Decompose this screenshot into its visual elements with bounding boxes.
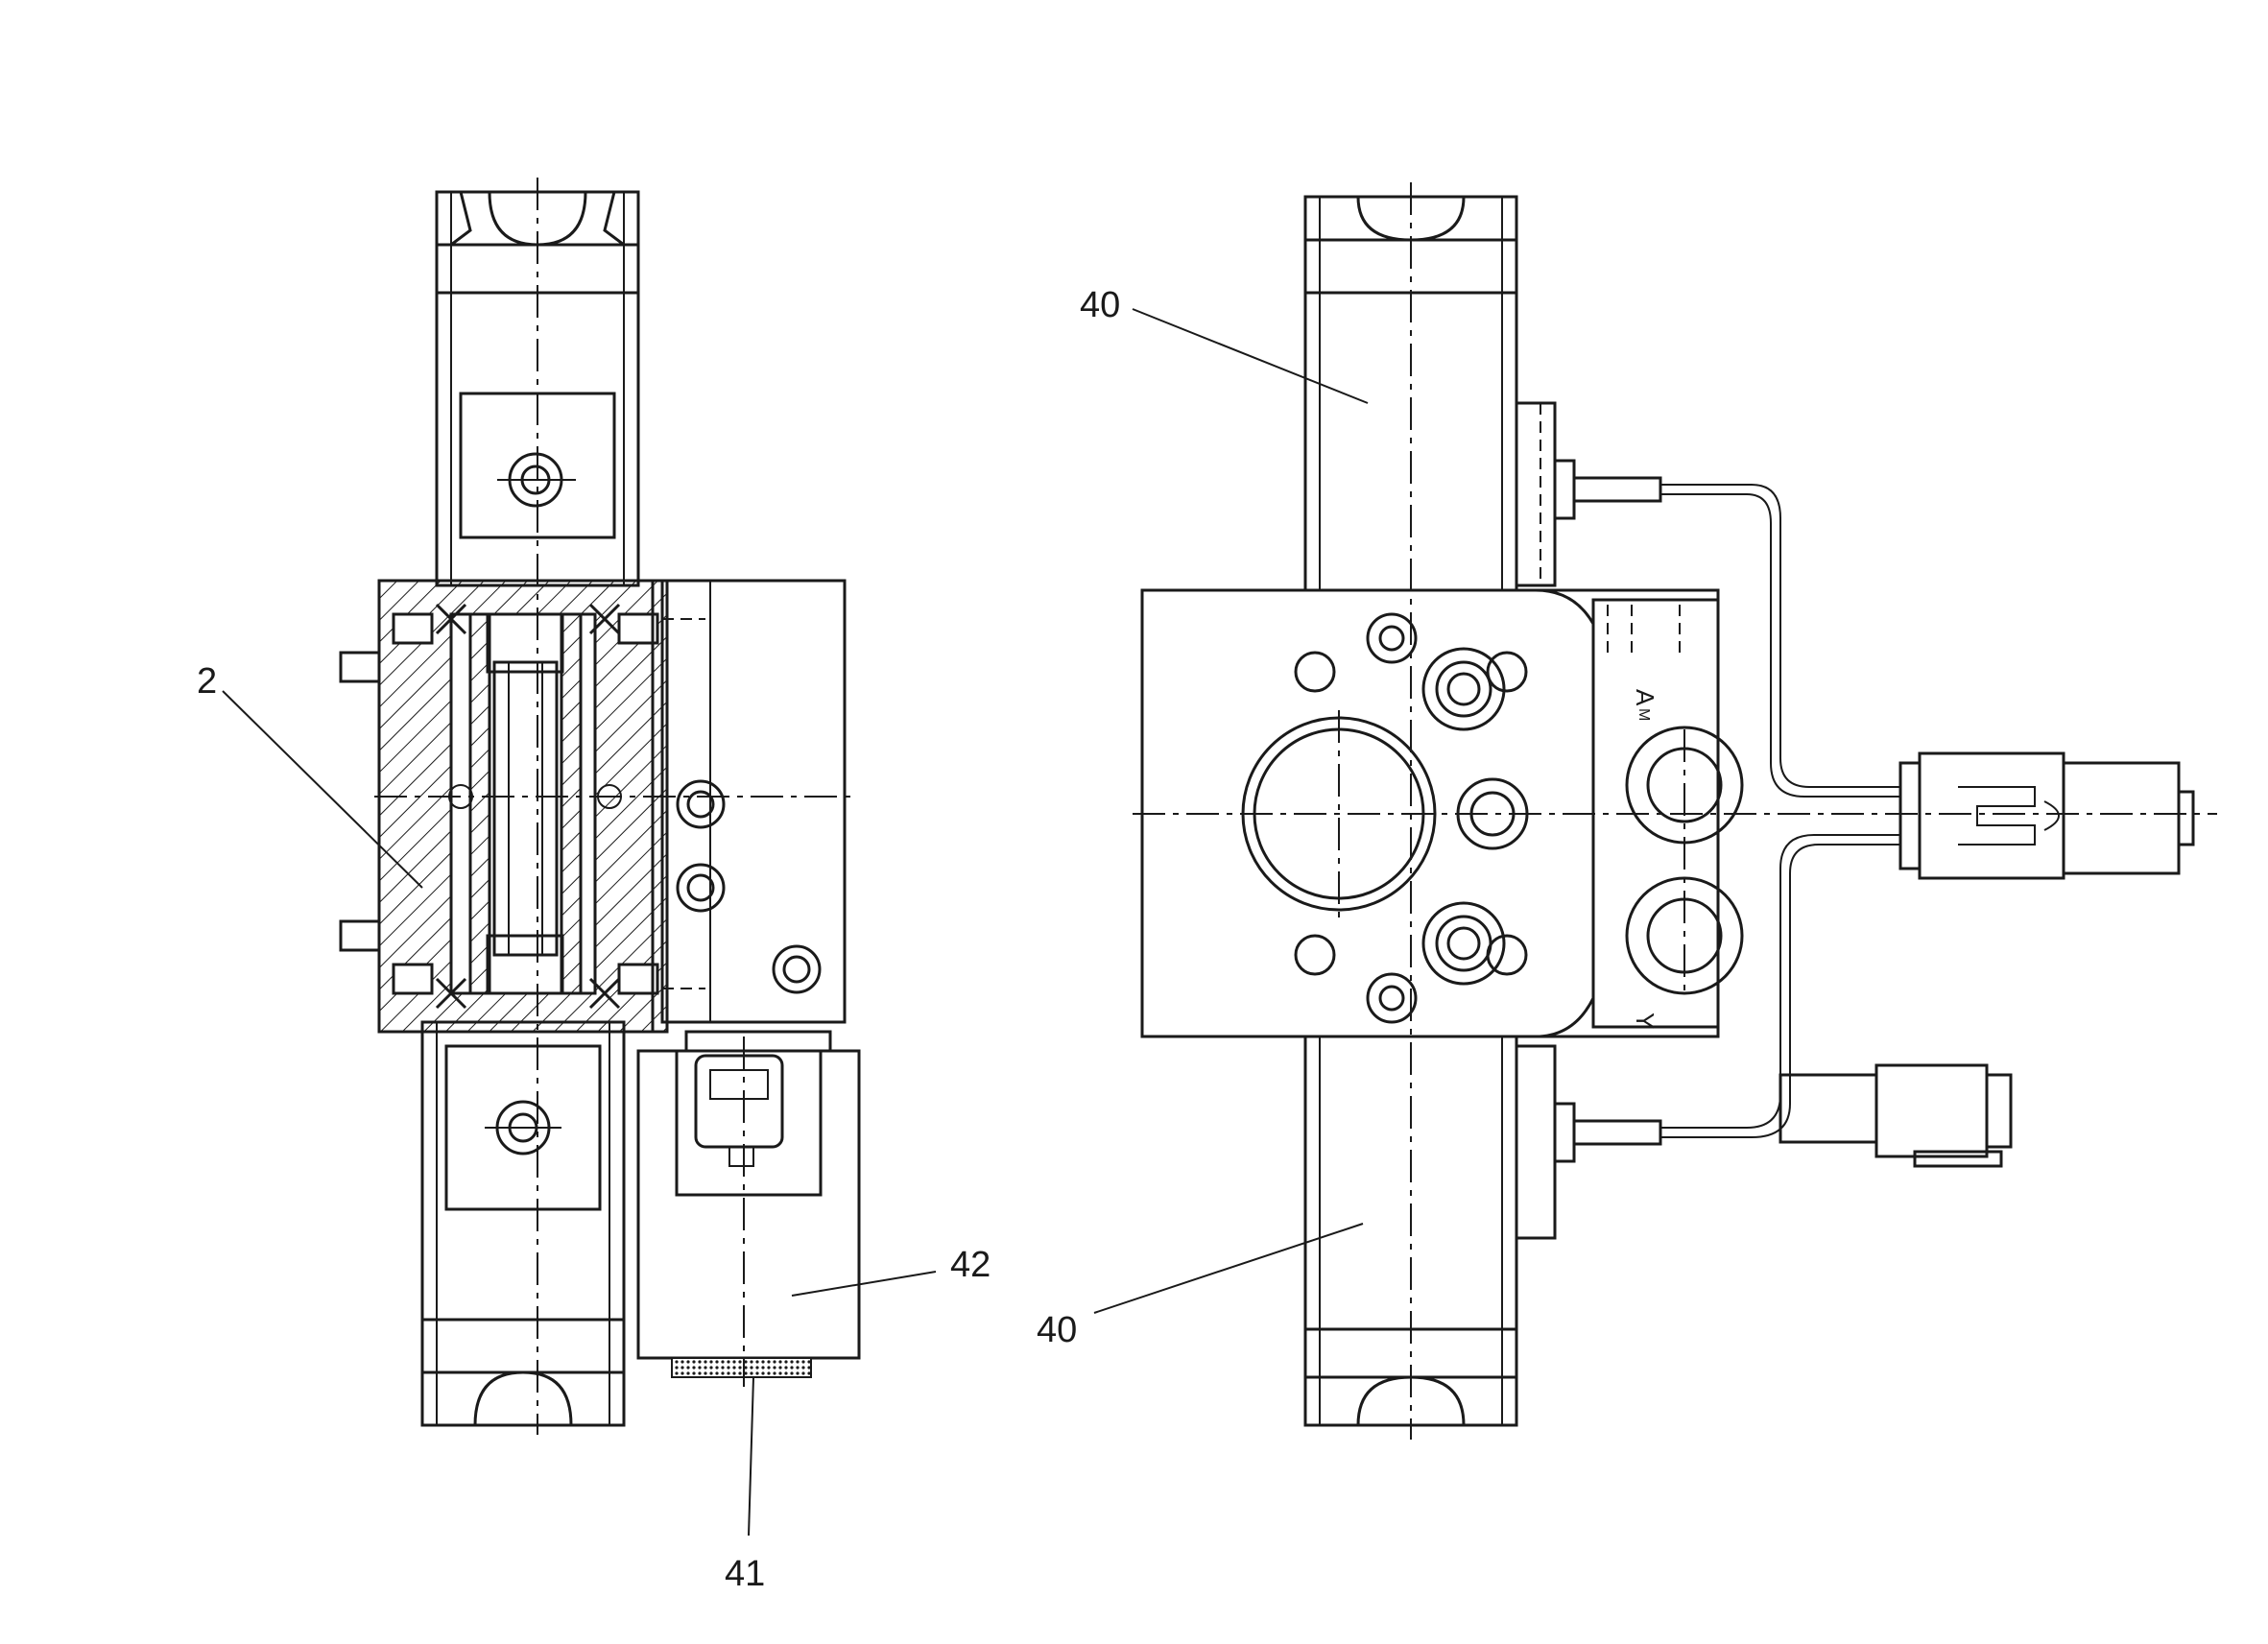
left-bottom-solenoid: [420, 1020, 626, 1427]
leader-line-40-top: [1132, 308, 1369, 404]
leader-line-40-bottom: [1093, 1223, 1364, 1314]
port-y-label: Y: [1631, 1013, 1659, 1029]
leader-line-42: [791, 1271, 937, 1297]
label-40-bottom: 40: [1037, 1310, 1077, 1350]
right-bottom-solenoid: [1303, 1035, 1557, 1427]
left-valve-view: [339, 178, 861, 1435]
port-a-subscript: M: [1635, 708, 1652, 721]
main-connector-icon: [1898, 751, 2195, 880]
right-valve-view: A M Y: [1133, 182, 2217, 1440]
sensor-connector-icon: [694, 1054, 784, 1167]
label-41: 41: [725, 1554, 765, 1594]
manifold-bolt-icon: [676, 779, 822, 994]
leader-line-2: [222, 690, 423, 889]
label-40-top: 40: [1080, 285, 1120, 325]
fitting-icon: [1366, 612, 1529, 1024]
left-side-manifold: [660, 579, 847, 1024]
left-valve-section: [339, 579, 669, 1034]
port-a-label: A: [1631, 689, 1659, 706]
second-connector-icon: [1779, 1063, 2013, 1168]
label-42: 42: [950, 1245, 991, 1285]
label-2: 2: [197, 661, 217, 702]
sensor-housing: [636, 1030, 861, 1378]
mount-hole-icon: [1294, 651, 1528, 976]
reference-labels: 2 40 40 42 41: [197, 285, 1369, 1594]
cable-harness: [1553, 459, 1900, 1163]
leader-line-41: [748, 1376, 754, 1537]
